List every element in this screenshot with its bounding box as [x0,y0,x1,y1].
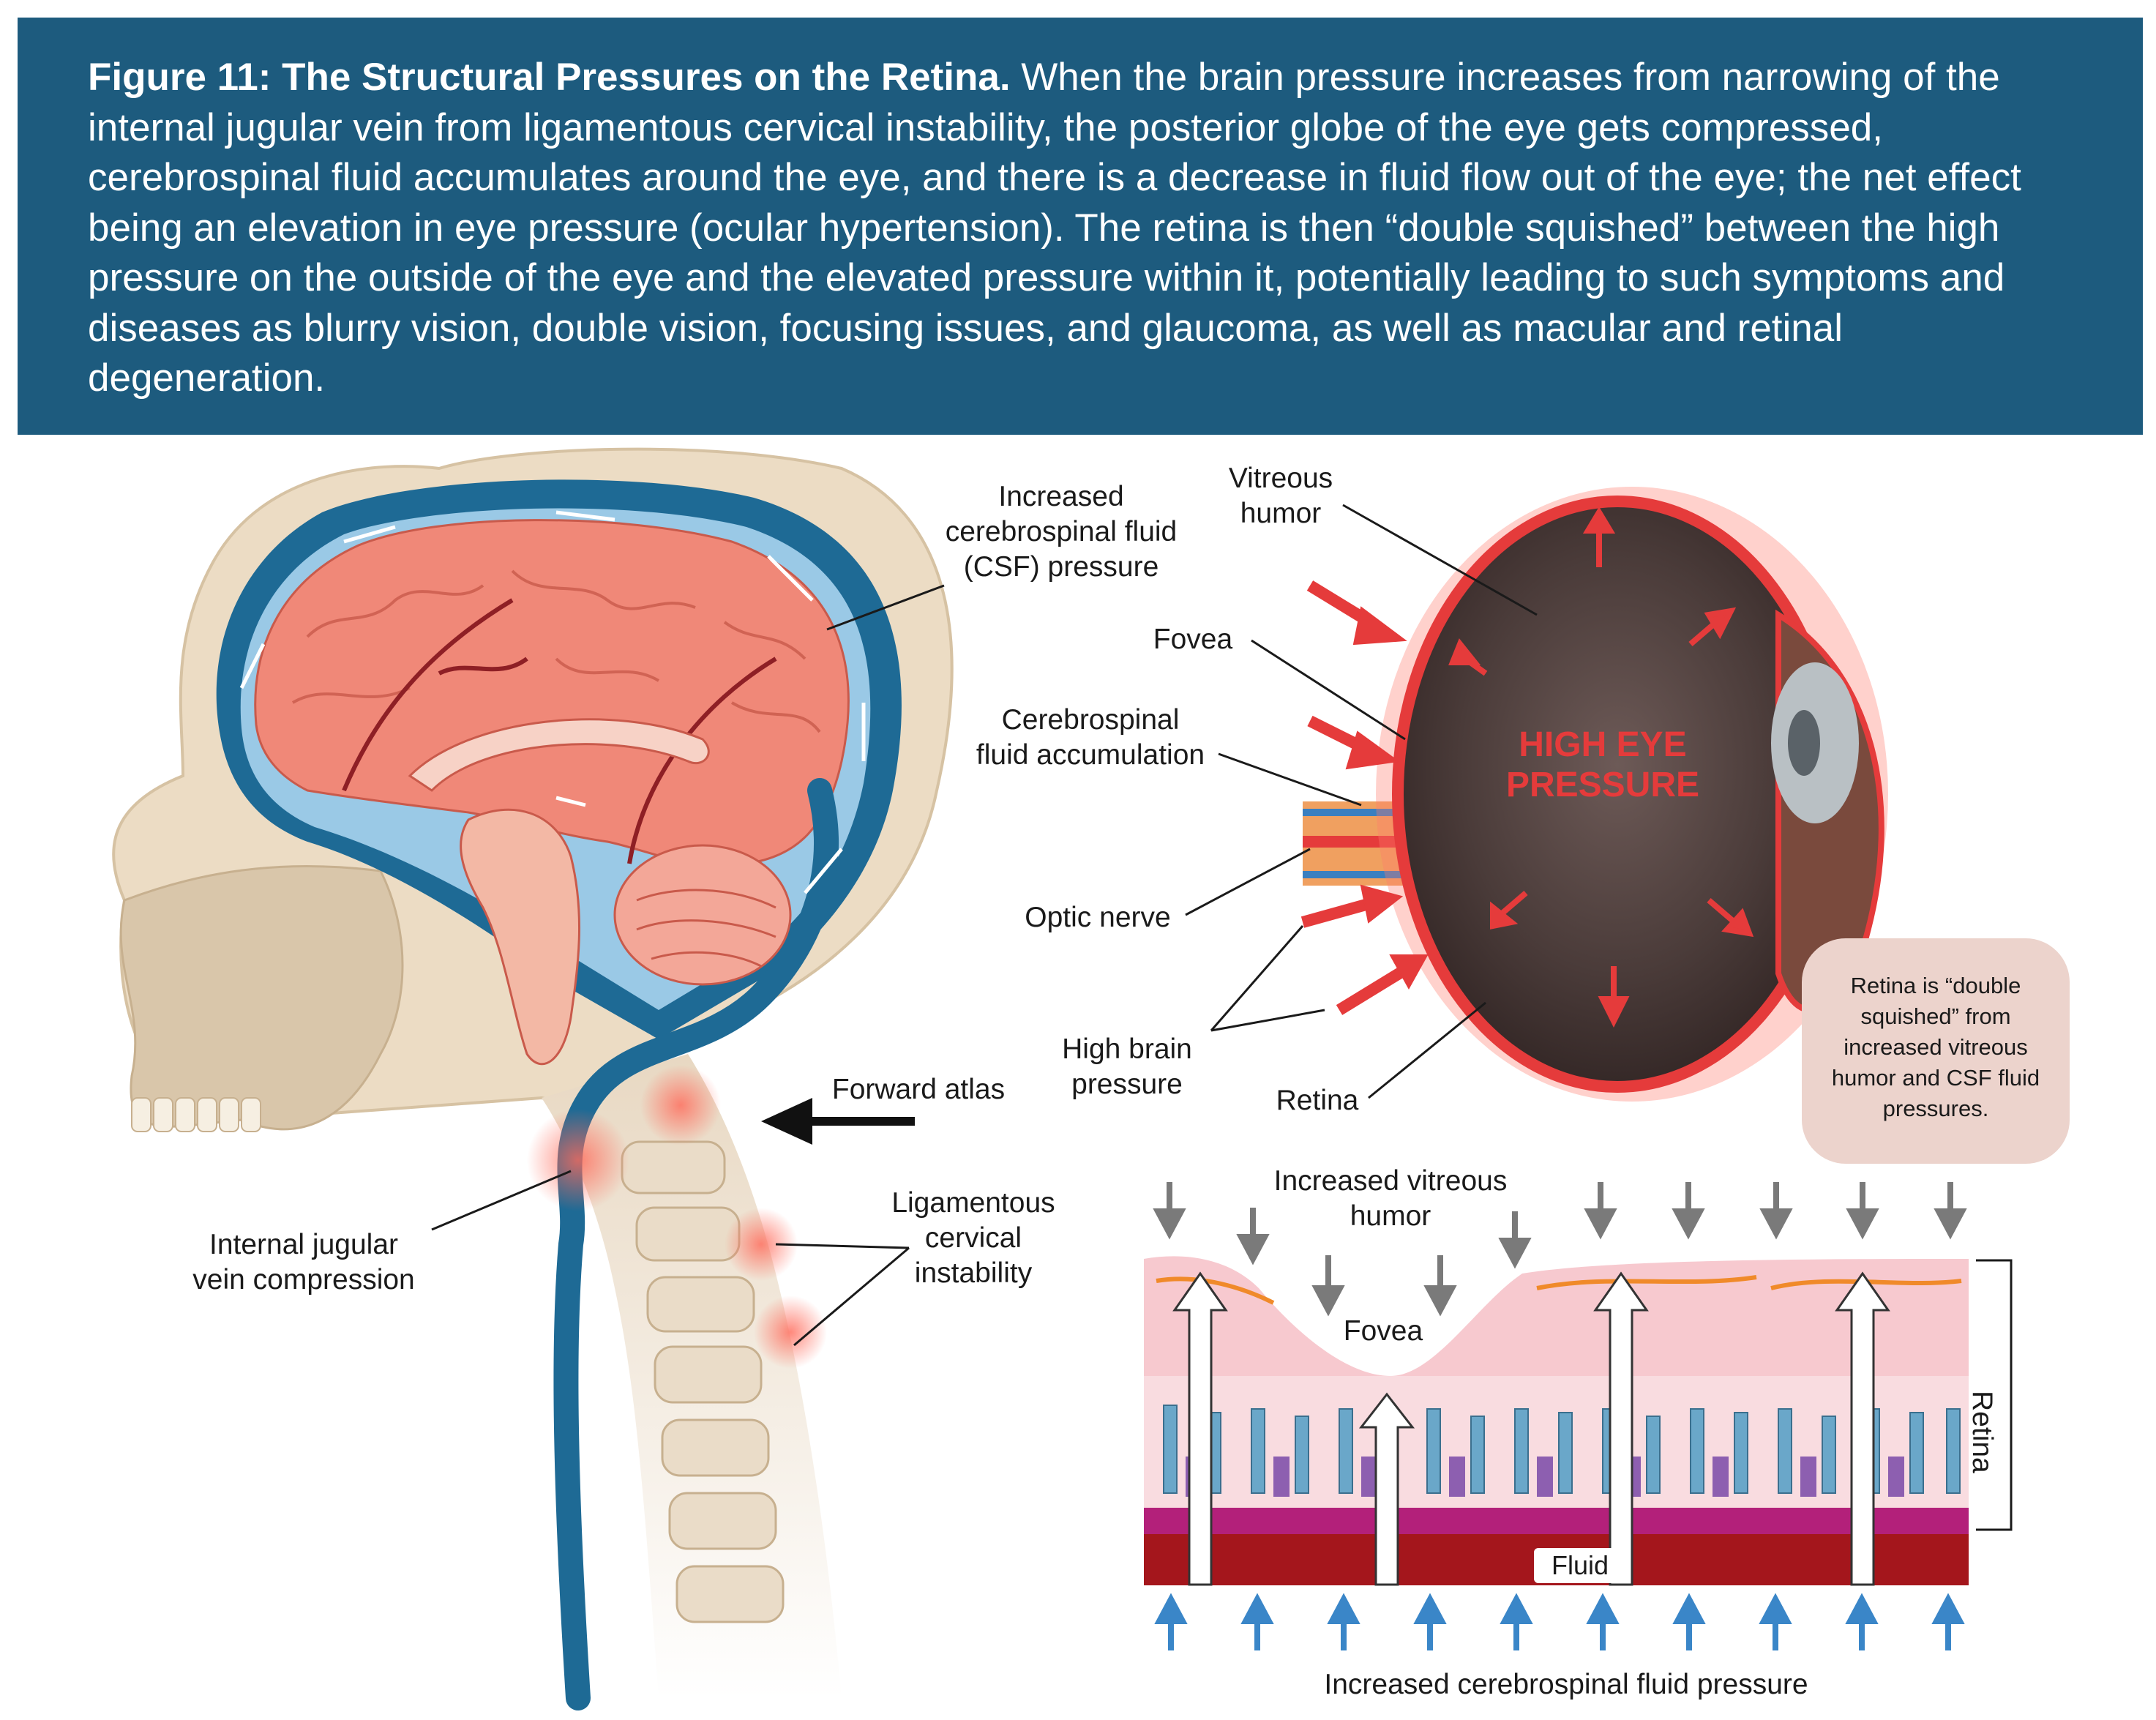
csf-pressure-arrows [1154,1593,1965,1650]
retina-bracket [1976,1259,2013,1531]
rpe-layer [1144,1508,1969,1534]
label-ligamentous: Ligamentous cervical instability [891,1187,1055,1289]
cerebellum [613,844,792,986]
label-increased-vitreous: Increased vitreous humor [1273,1165,1508,1232]
double-squished-note: Retina is “double squished” from increas… [1802,938,2070,1164]
teeth [131,1097,261,1132]
brainstem [460,808,581,1066]
retina-section [1144,1182,2013,1650]
label-high-brain-pressure: High brain pressure [1062,1033,1192,1100]
caption-title: Figure 11: The Structural Pressures on t… [88,56,1011,99]
figure-caption: Figure 11: The Structural Pressures on t… [18,18,2143,435]
label-retina-eye: Retina [1276,1085,1359,1116]
vitreous-pressure-arrows [1153,1182,1967,1317]
caption-body: When the brain pressure increases from n… [88,56,2021,400]
compression-glow [527,1109,629,1211]
eye-diagram [1185,487,1888,1102]
internal-pressure-arrows [1448,506,1754,1028]
label-fluid: Fluid [1534,1548,1626,1583]
label-fovea-eye: Fovea [1153,624,1233,655]
fluid-arrows [1172,1271,1890,1586]
label-retina-side: Retina [1966,1391,1998,1473]
head-diagram [112,447,954,1710]
external-pressure-arrows [1300,580,1429,1015]
label-csf-accumulation: Cerebrospinal fluid accumulation [976,704,1205,771]
vertebrae [621,1140,785,1623]
label-vitreous-humor: Vitreous humor [1228,463,1333,529]
photoreceptor-layer [1144,1376,1969,1508]
label-fovea-retina: Fovea [1343,1315,1423,1347]
label-optic-nerve: Optic nerve [1025,902,1171,933]
label-forward-atlas: Forward atlas [831,1074,1006,1105]
jaw [119,865,404,1131]
label-jugular-compression: Internal jugular vein compression [192,1229,415,1295]
label-increased-csf-pressure: Increased cerebrospinal fluid pressure [1324,1669,1808,1700]
label-high-eye-pressure: HIGH EYE PRESSURE [1505,725,1700,804]
label-csf-pressure: Increased cerebrospinal fluid (CSF) pres… [945,481,1178,583]
